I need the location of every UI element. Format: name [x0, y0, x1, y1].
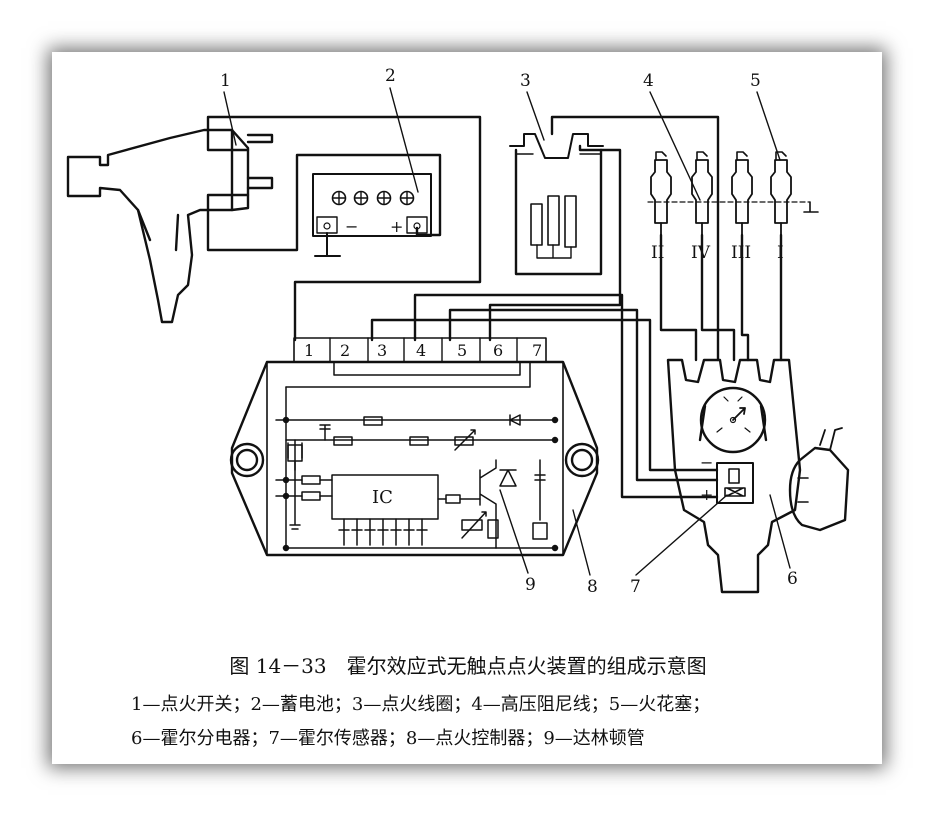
terminal-number-4: 4	[416, 341, 426, 360]
cylinder-label-II: II	[651, 243, 664, 263]
wire-sensor-ground	[448, 308, 719, 482]
battery-plus-sign: +	[390, 217, 403, 236]
figure-legend-line-2: 6—霍尔分电器；7—霍尔传感器；8—点火控制器；9—达林顿管	[131, 728, 645, 749]
sensor-plus-sign: +	[700, 485, 713, 504]
battery	[312, 173, 432, 257]
callout-number-7: 7	[630, 577, 641, 597]
sensor-minus-sign: −	[700, 453, 713, 472]
ignition-controller	[229, 337, 600, 557]
ht-lead-III	[740, 233, 750, 362]
terminal-number-7: 7	[532, 341, 542, 360]
wire-sensor-power	[413, 293, 719, 499]
terminal-number-3: 3	[377, 341, 387, 360]
terminal-number-1: 1	[304, 341, 314, 360]
ignition-coil	[509, 133, 604, 276]
wire-ht-coil	[550, 115, 720, 362]
ht-lead-II	[659, 233, 698, 362]
wire-sensor-signal	[370, 318, 719, 472]
hall-distributor	[666, 358, 850, 594]
figure-legend-line-1: 1—点火开关；2—蓄电池；3—点火线圈；4—高压阻尼线；5—火花塞；	[131, 694, 711, 715]
figure-caption-title: 图 14－33 霍尔效应式无触点点火装置的组成示意图	[229, 654, 707, 678]
ignition-circuit-diagram: 1 − + 2 3	[66, 66, 850, 597]
spark-plug-IV	[691, 151, 713, 236]
terminal-number-5: 5	[457, 341, 467, 360]
callout-number-2: 2	[385, 66, 396, 86]
callout-number-5: 5	[750, 71, 761, 91]
ic-label: IC	[372, 487, 393, 508]
ht-lead-IV	[700, 233, 736, 362]
spark-plug-I	[770, 151, 792, 236]
callout-number-4: 4	[643, 71, 654, 91]
spark-plugs	[647, 151, 819, 236]
spark-plug-III	[731, 151, 753, 236]
battery-minus-sign: −	[345, 217, 358, 236]
callout-number-8: 8	[587, 577, 598, 597]
wire-switch-loop	[206, 115, 482, 342]
ignition-switch	[66, 128, 274, 324]
callout-number-1: 1	[220, 71, 231, 91]
terminal-number-2: 2	[340, 341, 350, 360]
darlington-leader	[499, 489, 529, 574]
callout-number-6: 6	[787, 569, 798, 589]
terminal-number-6: 6	[493, 341, 503, 360]
callout-number-9: 9	[525, 575, 536, 595]
hall-sensor	[716, 462, 754, 504]
callout-number-3: 3	[520, 71, 531, 91]
spark-plug-II	[650, 151, 672, 236]
